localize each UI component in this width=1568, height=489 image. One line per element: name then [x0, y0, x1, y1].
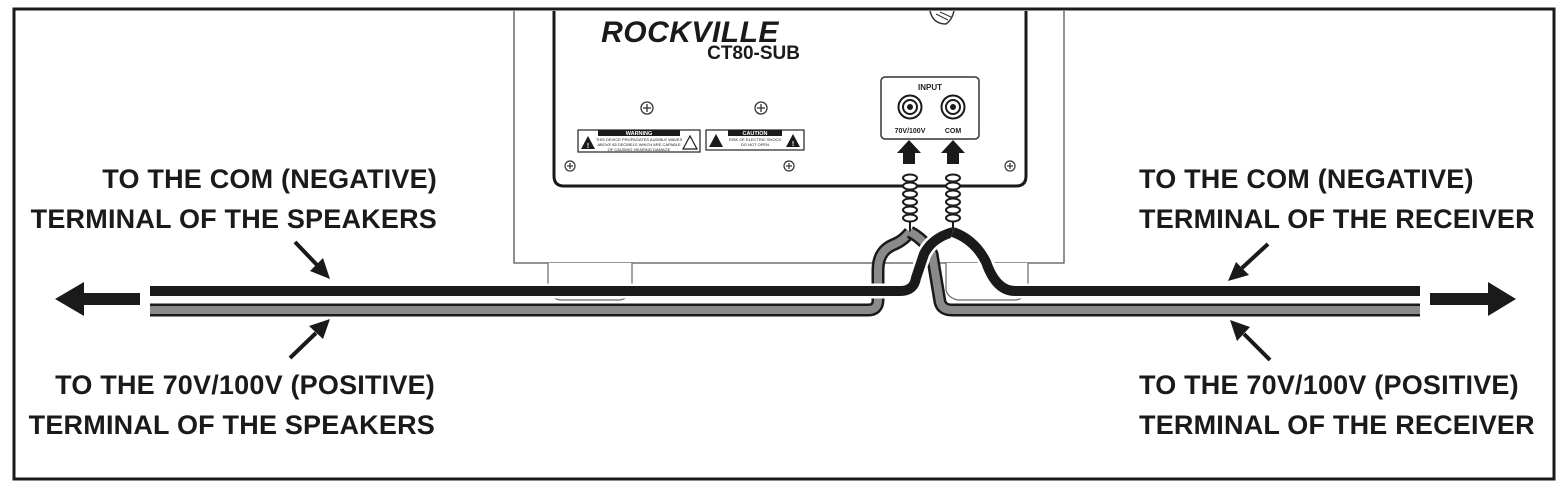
caution-text-2: DO NOT OPEN — [741, 142, 769, 147]
warning-triangle-icon — [709, 134, 723, 147]
warning-triangle-icon: ! — [581, 136, 595, 150]
screw-icon — [564, 160, 576, 172]
warning-text-2: ABOVE 85 DECIBELS WHICH ARE CAPABLE — [597, 142, 681, 147]
label-left-bottom-line2: TERMINAL OF THE SPEAKERS — [29, 410, 435, 440]
screws — [564, 101, 1016, 172]
terminal-arrow-up-icon — [897, 140, 921, 164]
twisted-wire-end-positive — [902, 173, 918, 232]
terminal-jack-negative — [940, 94, 966, 120]
caution-label: CAUTION RISK OF ELECTRIC SHOCK DO NOT OP… — [705, 129, 805, 151]
twisted-wire-end-negative — [945, 173, 961, 232]
pointer-arrow-icon — [288, 319, 330, 360]
screw-icon — [754, 101, 768, 115]
label-left-top-line1: TO THE COM (NEGATIVE) — [102, 164, 437, 194]
arrow-right-icon — [1430, 282, 1516, 316]
input-terminal-panel: INPUT 70V/100V COM — [880, 76, 980, 140]
pointer-arrow-icon — [1230, 320, 1272, 362]
screw-icon — [640, 101, 654, 115]
warning-triangle-icon: ! — [786, 134, 800, 148]
caution-text-1: RISK OF ELECTRIC SHOCK — [729, 137, 782, 142]
model-name: CT80-SUB — [707, 43, 800, 64]
warning-title: WARNING — [626, 131, 653, 137]
pointer-arrow-icon — [293, 240, 330, 279]
label-right-bottom-line2: TERMINAL OF THE RECEIVER — [1139, 410, 1535, 440]
cable-negative-wire — [150, 224, 1420, 299]
terminal-arrow-up-icon — [941, 140, 965, 164]
label-right-bottom-line1: TO THE 70V/100V (POSITIVE) — [1139, 370, 1519, 400]
svg-text:!: ! — [792, 141, 794, 148]
label-right-top-line2: TERMINAL OF THE RECEIVER — [1139, 204, 1535, 234]
label-left-top-line2: TERMINAL OF THE SPEAKERS — [31, 204, 437, 234]
warning-text-1: THIS DEVICE PROPAGATES AUDIBLE WAVES — [596, 137, 683, 142]
cable-positive-wire — [150, 226, 1420, 317]
screw-icon — [1004, 160, 1016, 172]
pointer-arrow-icon — [1228, 242, 1270, 281]
warning-triangle-icon — [681, 134, 699, 150]
warning-label: WARNING THIS DEVICE PROPAGATES AUDIBLE W… — [577, 129, 701, 153]
terminal-jack-positive — [897, 94, 923, 120]
warning-text-3: OF CAUSING HEARING DAMAGE — [608, 147, 671, 152]
svg-text:!: ! — [587, 143, 589, 150]
input-title: INPUT — [918, 83, 942, 92]
brand-logo: ROCKVILLE — [601, 16, 779, 49]
screw-icon — [783, 160, 795, 172]
label-left-bottom-line1: TO THE 70V/100V (POSITIVE) — [55, 370, 435, 400]
caution-title: CAUTION — [742, 131, 767, 137]
terminal-positive-label: 70V/100V — [895, 128, 926, 135]
label-right-top-line1: TO THE COM (NEGATIVE) — [1139, 164, 1474, 194]
terminal-negative-label: COM — [945, 128, 962, 135]
arrow-left-icon — [55, 282, 140, 316]
